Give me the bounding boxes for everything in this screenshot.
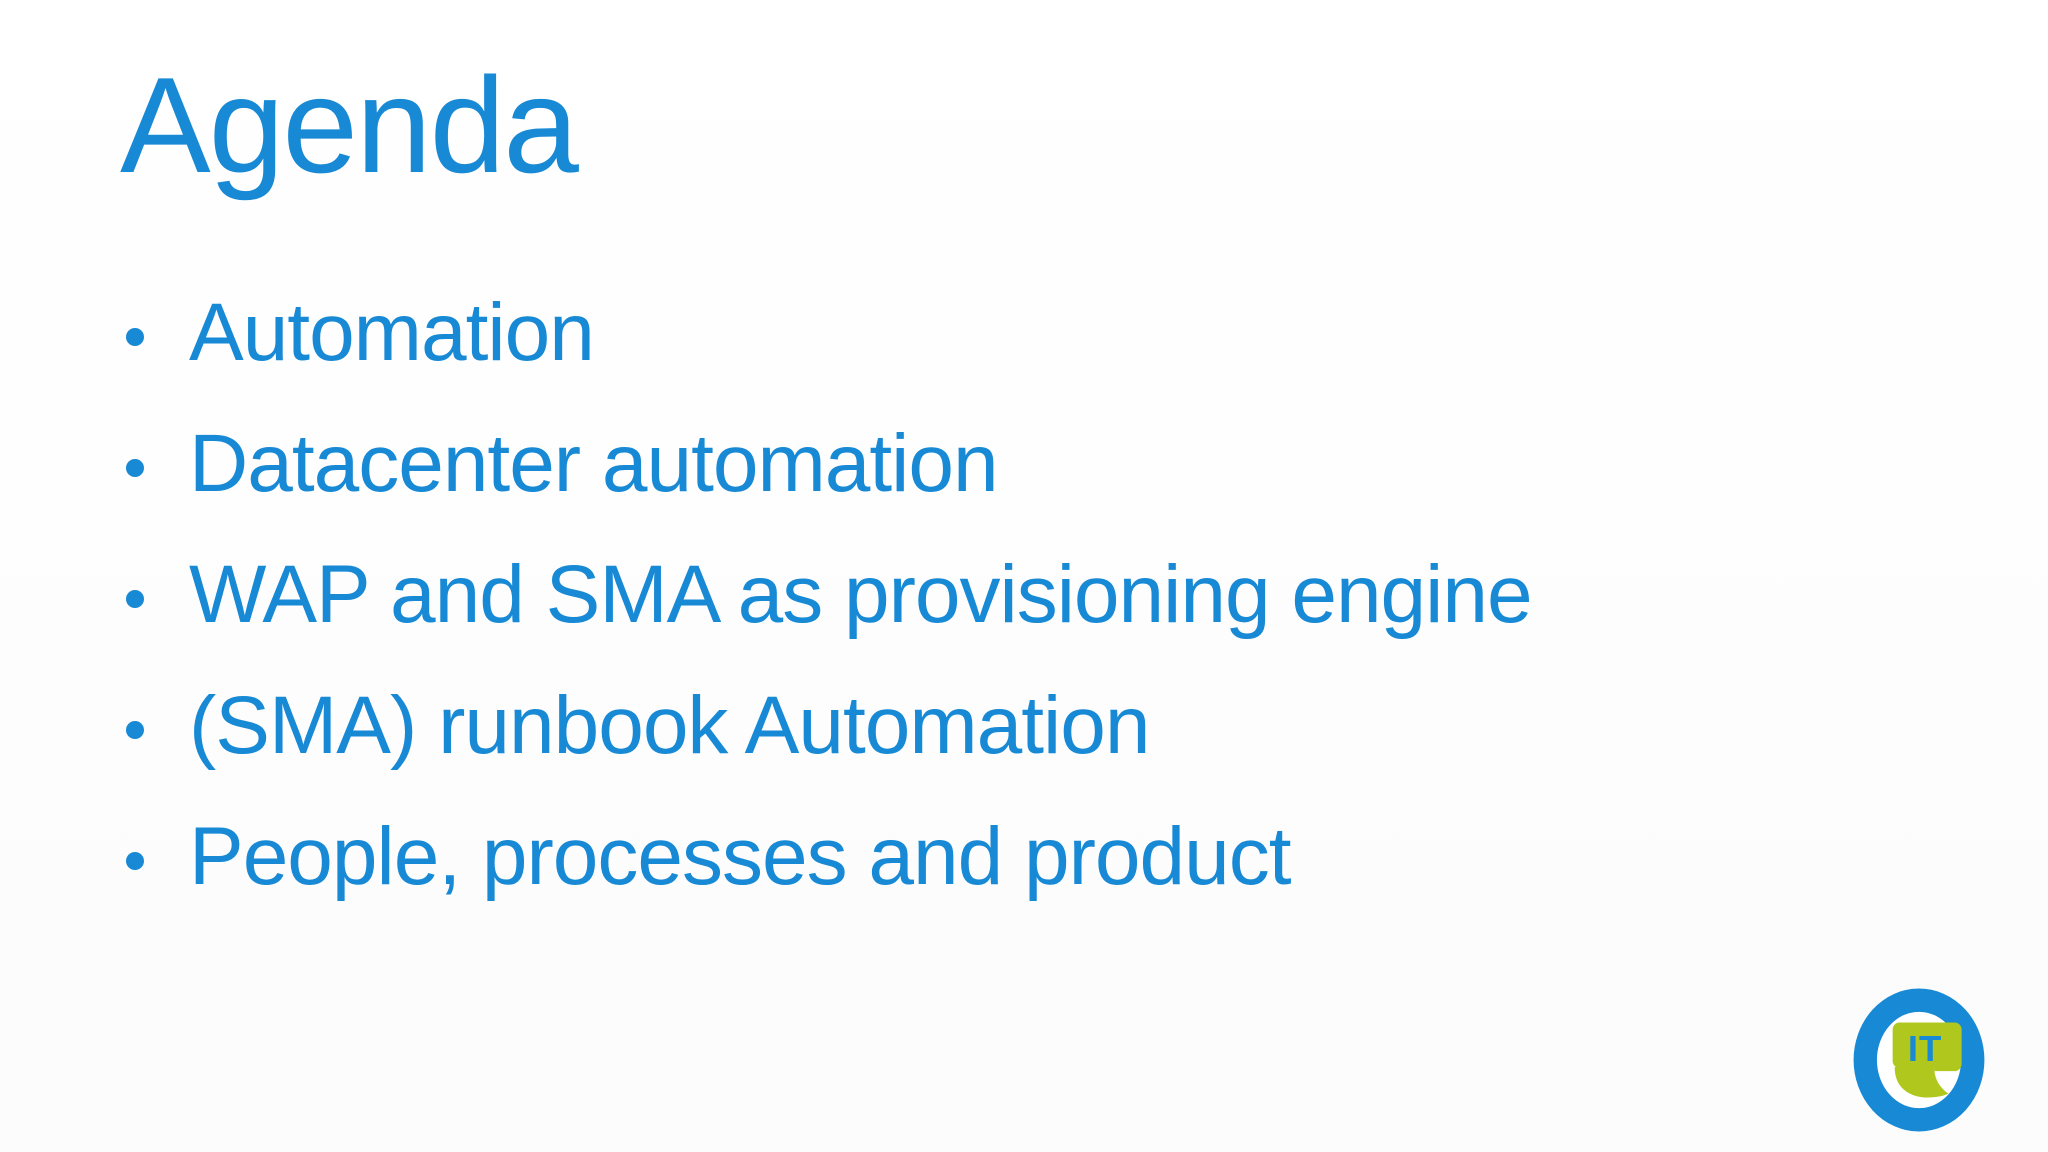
itq-logo: IT — [1853, 988, 1985, 1132]
agenda-bullet-item: Datacenter automation — [126, 398, 1532, 529]
logo-comma-icon — [1892, 1022, 1962, 1072]
agenda-bullet-item: (SMA) runbook Automation — [126, 660, 1532, 791]
slide-title: Agenda — [120, 49, 579, 201]
bullet-text: Datacenter automation — [189, 417, 999, 509]
bullet-dot-icon — [126, 589, 144, 608]
logo-it-text: IT — [1908, 1028, 1942, 1069]
bullet-dot-icon — [126, 327, 144, 346]
bullet-text: (SMA) runbook Automation — [189, 679, 1150, 771]
bullet-dot-icon — [126, 851, 144, 870]
bullet-dot-icon — [126, 720, 144, 739]
bullet-text: People, processes and product — [189, 810, 1292, 902]
bullet-dot-icon — [126, 458, 144, 477]
agenda-bullet-list: Automation Datacenter automation WAP and… — [126, 267, 1533, 922]
bullet-text: WAP and SMA as provisioning engine — [189, 548, 1533, 640]
logo-comma-tail-icon — [1894, 1067, 1949, 1098]
agenda-bullet-item: People, processes and product — [126, 791, 1532, 922]
agenda-bullet-item: WAP and SMA as provisioning engine — [126, 529, 1533, 660]
bullet-text: Automation — [189, 286, 595, 378]
agenda-bullet-item: Automation — [126, 267, 1532, 398]
